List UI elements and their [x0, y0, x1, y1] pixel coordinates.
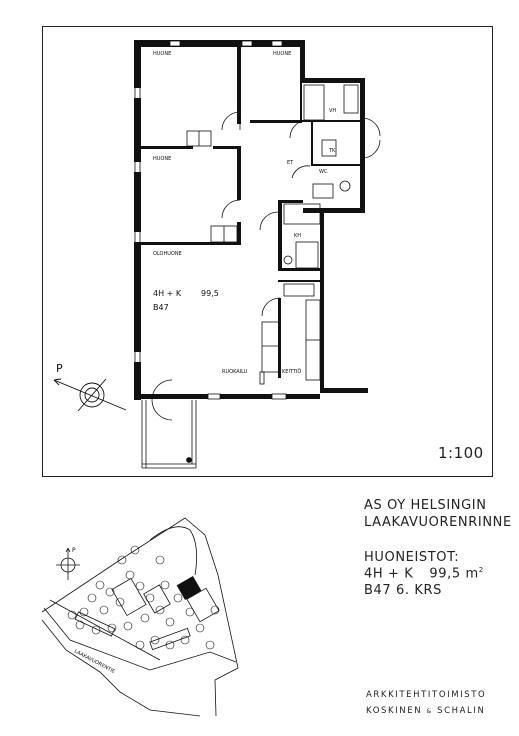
apartments-type-line: 4H + K 99,5 m2: [364, 566, 484, 581]
apartment-code: B47: [153, 303, 169, 312]
windows: [134, 40, 287, 400]
scale-label: 1:100: [438, 444, 484, 462]
architect-name-a: KOSKINEN: [366, 706, 423, 716]
site-north-label: P: [72, 547, 76, 554]
site-boundary: [41, 517, 239, 717]
architect-line1: ARKKITEHTITOIMISTO: [366, 690, 487, 700]
room-label-ruokailu: RUOKAILU: [222, 369, 248, 375]
room-label-kh: KH: [294, 233, 301, 239]
room-label-huone-2: HUONE: [273, 51, 291, 57]
apartments-unit-exp: 2: [478, 566, 484, 574]
architect-ampersand: &: [426, 708, 433, 715]
walls: [134, 40, 368, 400]
door-swings: [151, 111, 381, 421]
project-title-line2: LAAKAVUORENRINNE: [364, 515, 512, 530]
apartment-type: 4H + K: [153, 289, 182, 298]
fixtures: [186, 84, 359, 385]
trees: [67, 545, 220, 650]
room-label-olohuone: OLOHUONE: [153, 251, 182, 257]
project-title-line1: AS OY HELSINGIN: [364, 498, 487, 513]
site-street-label: LAAKAVUORENTIE: [73, 648, 116, 675]
north-label: P: [56, 362, 63, 375]
room-label-vh: VH: [329, 108, 336, 114]
balcony: [141, 400, 197, 469]
buildings: [74, 576, 220, 651]
room-label-wc: WC: [319, 169, 328, 175]
floorplan-frame: [42, 26, 493, 477]
apartments-floor: B47 6. KRS: [364, 583, 442, 598]
north-arrow-icon: P: [53, 362, 127, 412]
apartment-label: 4H + K 99,5 B47: [153, 289, 219, 312]
architect-line2: KOSKINEN & SCHALIN: [366, 706, 485, 716]
apartment-area: 99,5: [201, 289, 219, 298]
site-north-arrow-icon: P: [56, 547, 80, 580]
room-label-tk: TK: [328, 148, 336, 154]
architect-name-b: SCHALIN: [437, 706, 486, 716]
room-label-et: ET: [287, 160, 294, 166]
room-label-huone-3: HUONE: [153, 156, 171, 162]
apartments-area: 99,5: [429, 566, 461, 582]
room-labels: HUONE HUONE HUONE OLOHUONE VH TK WC ET K…: [153, 51, 336, 375]
site-plan: P: [41, 517, 239, 717]
apartments-type: 4H + K: [364, 566, 414, 582]
room-label-huone-1: HUONE: [153, 51, 171, 57]
apartments-heading: HUONEISTOT:: [364, 550, 460, 565]
apartments-unit: m: [465, 566, 479, 582]
room-label-keittio: KEITTIÖ: [282, 368, 301, 375]
